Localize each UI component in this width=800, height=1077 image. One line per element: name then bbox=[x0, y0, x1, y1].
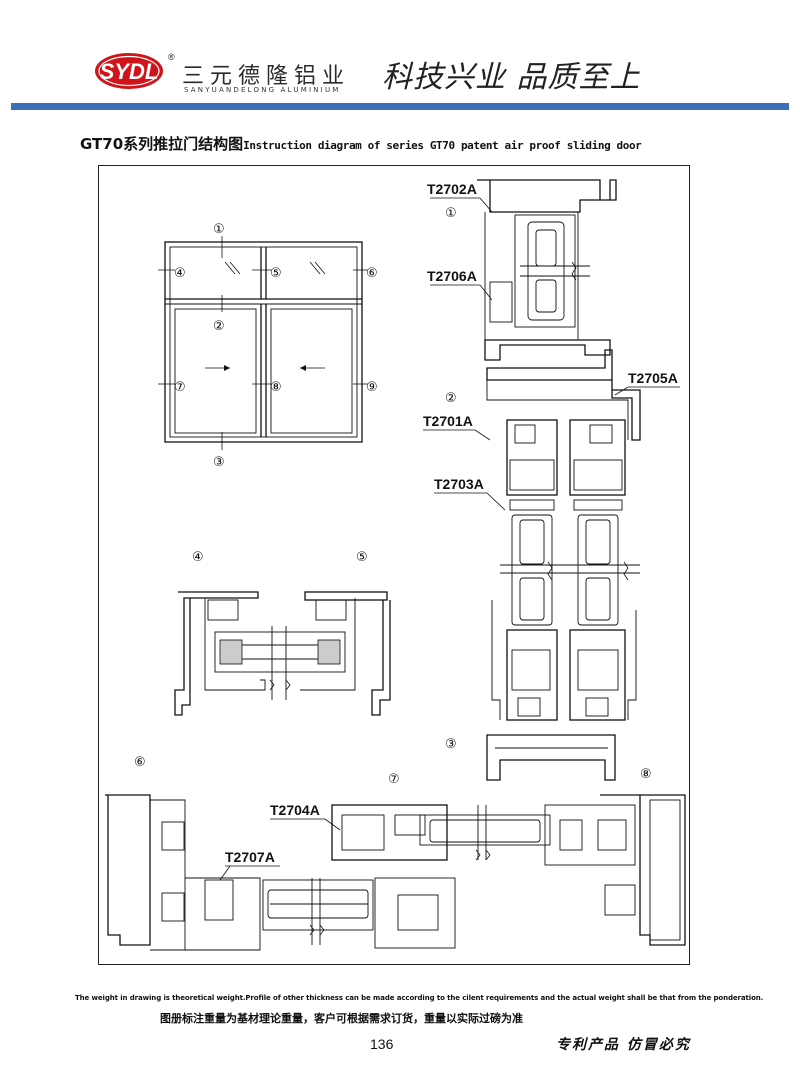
horizontal-section bbox=[105, 794, 686, 951]
marker-3-section: ③ bbox=[445, 737, 457, 752]
marker-2-section: ② bbox=[445, 391, 457, 406]
marker-6: ⑥ bbox=[366, 266, 378, 281]
marker-7-section: ⑦ bbox=[388, 772, 400, 787]
code-t2704a: T2704A bbox=[270, 802, 320, 818]
code-t2706a: T2706A bbox=[427, 268, 477, 284]
marker-9: ⑨ bbox=[366, 380, 378, 395]
brand-name-cn: 三元德隆铝业 bbox=[182, 64, 351, 89]
drawing-frame bbox=[98, 165, 690, 965]
brand-name-en: SANYUANDELONG ALUMINIUM bbox=[184, 86, 341, 94]
marker-8: ⑧ bbox=[270, 380, 282, 395]
marker-2: ② bbox=[213, 319, 225, 334]
marker-5: ⑤ bbox=[270, 266, 282, 281]
page-number: 136 bbox=[370, 1036, 394, 1052]
marker-5-section: ⑤ bbox=[356, 550, 368, 565]
marker-4: ④ bbox=[174, 266, 186, 281]
marker-4-section: ④ bbox=[192, 550, 204, 565]
title-en: Instruction diagram of series GT70 paten… bbox=[243, 139, 642, 152]
marker-3: ③ bbox=[213, 455, 225, 470]
marker-7: ⑦ bbox=[174, 380, 186, 395]
door-elevation bbox=[158, 236, 368, 450]
registered-mark: ® bbox=[168, 52, 175, 62]
vertical-section bbox=[477, 179, 641, 781]
logo-text: SYDL bbox=[100, 59, 159, 84]
patent-notice: 专利产品 仿冒必究 bbox=[556, 1037, 691, 1053]
code-t2703a: T2703A bbox=[434, 476, 484, 492]
header-rule bbox=[11, 103, 789, 110]
marker-1-section: ① bbox=[445, 206, 457, 221]
page-title: GT70系列推拉门结构图Instruction diagram of serie… bbox=[80, 133, 642, 154]
code-t2705a: T2705A bbox=[628, 370, 678, 386]
marker-8-section: ⑧ bbox=[640, 767, 652, 782]
profile-codes: T2702A T2706A T2705A T2701A T2703A T2704… bbox=[219, 181, 680, 881]
slogan: 科技兴业 品质至上 bbox=[382, 60, 641, 95]
title-cn: GT70系列推拉门结构图 bbox=[80, 135, 244, 153]
code-t2702a: T2702A bbox=[427, 181, 477, 197]
code-t2701a: T2701A bbox=[423, 413, 473, 429]
section-4-5 bbox=[174, 591, 391, 716]
marker-1: ① bbox=[213, 222, 225, 237]
marker-6-section: ⑥ bbox=[134, 755, 146, 770]
footnote-en: The weight in drawing is theoretical wei… bbox=[75, 994, 764, 1002]
company-logo: SYDL bbox=[95, 53, 163, 89]
code-t2707a: T2707A bbox=[225, 849, 275, 865]
footnote-cn: 图册标注重量为基材理论重量，客户可根据需求订货，重量以实际过磅为准 bbox=[160, 1012, 523, 1025]
marker-labels: ① ④ ⑤ ⑥ ② ⑦ ⑧ ⑨ ③ ④ ⑤ ⑥ ⑦ ⑧ ① ② ③ bbox=[134, 206, 652, 787]
